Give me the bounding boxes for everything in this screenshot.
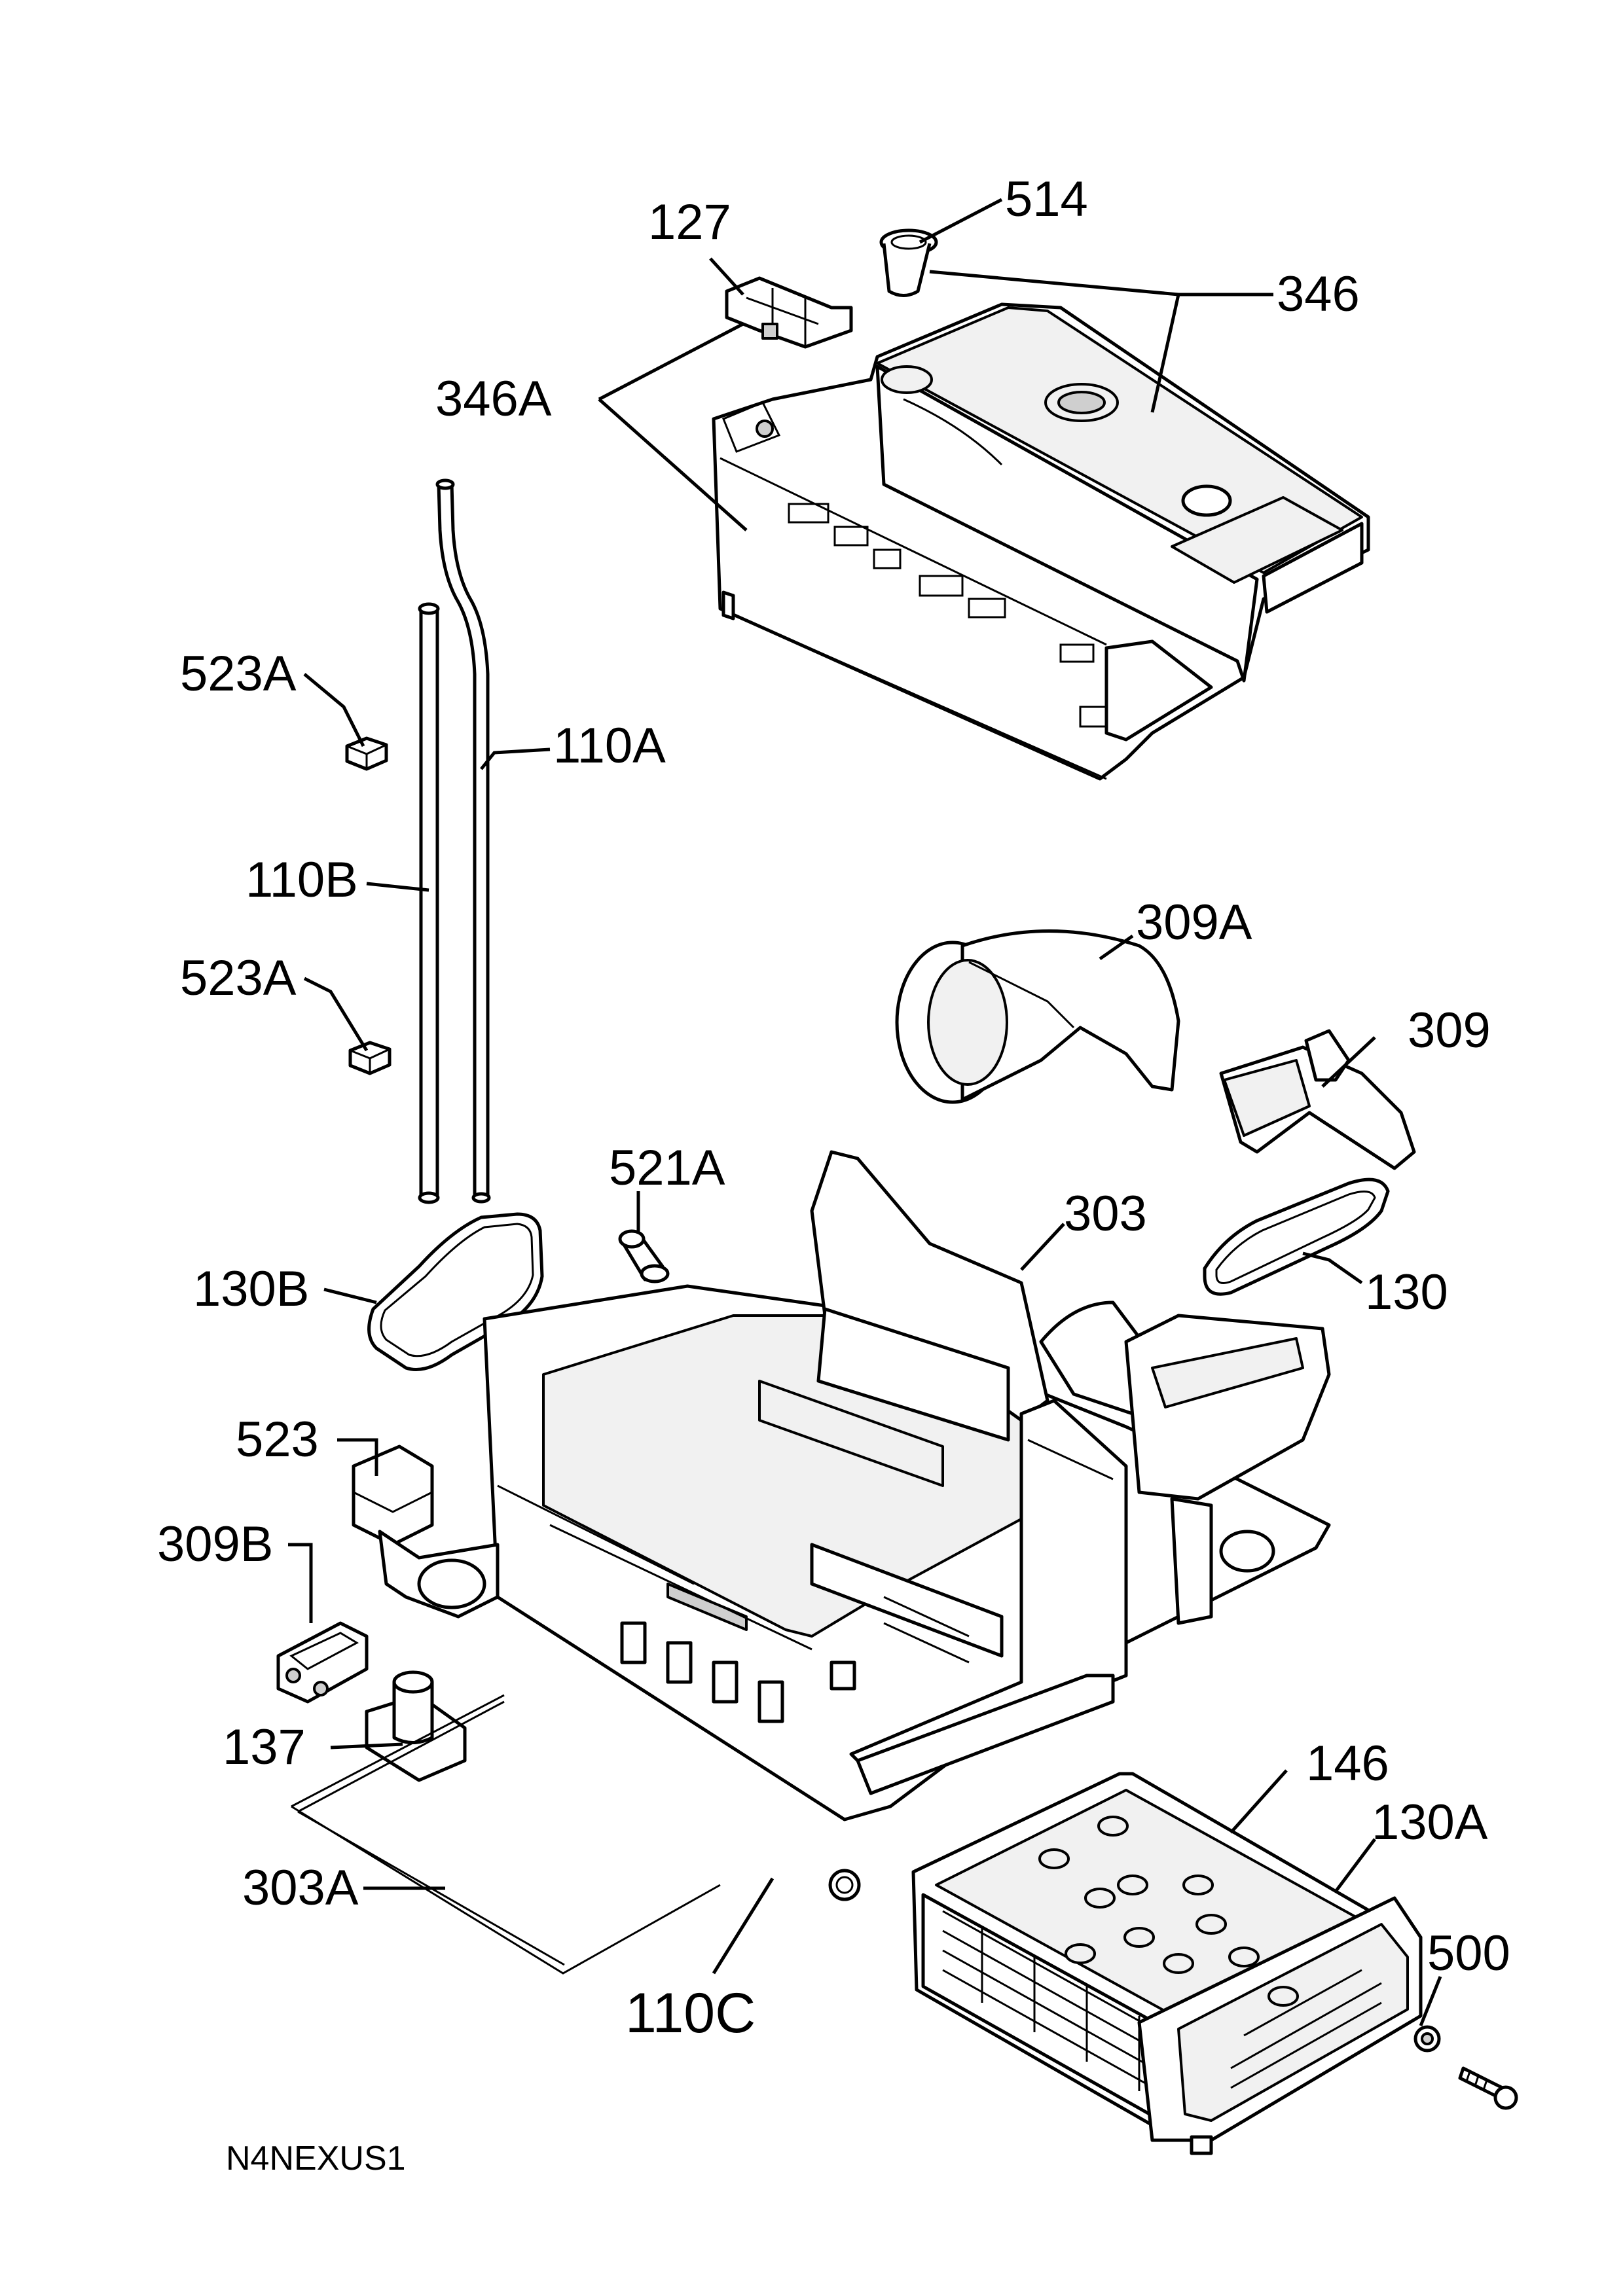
label-110B: 110B [246,852,358,908]
part-303A-panel[interactable] [291,1694,721,1975]
part-137-pump[interactable] [365,1670,467,1782]
label-110C: 110C [625,1982,756,2045]
label-309: 309 [1408,1003,1491,1058]
label-309B: 309B [157,1516,274,1572]
part-309-duct[interactable] [1219,1029,1416,1170]
label-130A: 130A [1372,1795,1488,1850]
part-309B-clip[interactable] [276,1621,369,1704]
label-514: 514 [1005,171,1088,227]
part-521A-fitting[interactable] [618,1229,670,1283]
label-309A: 309A [1136,895,1252,950]
part-130-gasket[interactable] [1203,1177,1390,1296]
label-130: 130 [1365,1265,1448,1320]
drawing-code: N4NEXUS1 [226,2140,406,2178]
part-346-container[interactable] [712,302,1370,781]
part-146-condenser[interactable] [911,1772,1423,2155]
label-130B: 130B [193,1261,310,1317]
label-523A-top: 523A [180,646,297,702]
label-110A: 110A [553,718,666,774]
part-523A-clip-bottom[interactable] [348,1041,392,1075]
part-523A-clip-top[interactable] [345,736,388,771]
part-110A-hose[interactable] [435,478,491,1204]
label-303: 303 [1064,1186,1147,1242]
label-146: 146 [1306,1736,1389,1791]
label-346A: 346A [435,371,552,427]
part-110C-hose[interactable] [465,1842,861,1912]
label-346: 346 [1277,266,1360,322]
label-303A: 303A [242,1860,359,1916]
callout-labels: 514 127 346 346A 523A 110A 110B 523A 309… [157,171,1510,2178]
part-110B-hose[interactable] [418,602,440,1204]
label-137: 137 [223,1719,306,1775]
label-521A: 521A [609,1140,725,1196]
part-514-cap[interactable] [879,228,938,297]
part-130B-gasket[interactable] [367,1212,544,1371]
label-523A-bottom: 523A [180,950,297,1006]
part-309A-duct[interactable] [895,929,1180,1104]
part-523-bracket[interactable] [352,1444,500,1619]
part-500-screw[interactable] [1413,2025,1518,2110]
label-500: 500 [1427,1926,1510,1981]
label-127: 127 [648,194,731,250]
part-303-base-assembly[interactable] [483,1150,1331,1821]
leader-lines [288,198,1442,2026]
part-127-switch[interactable] [725,276,853,349]
label-523: 523 [236,1412,319,1467]
